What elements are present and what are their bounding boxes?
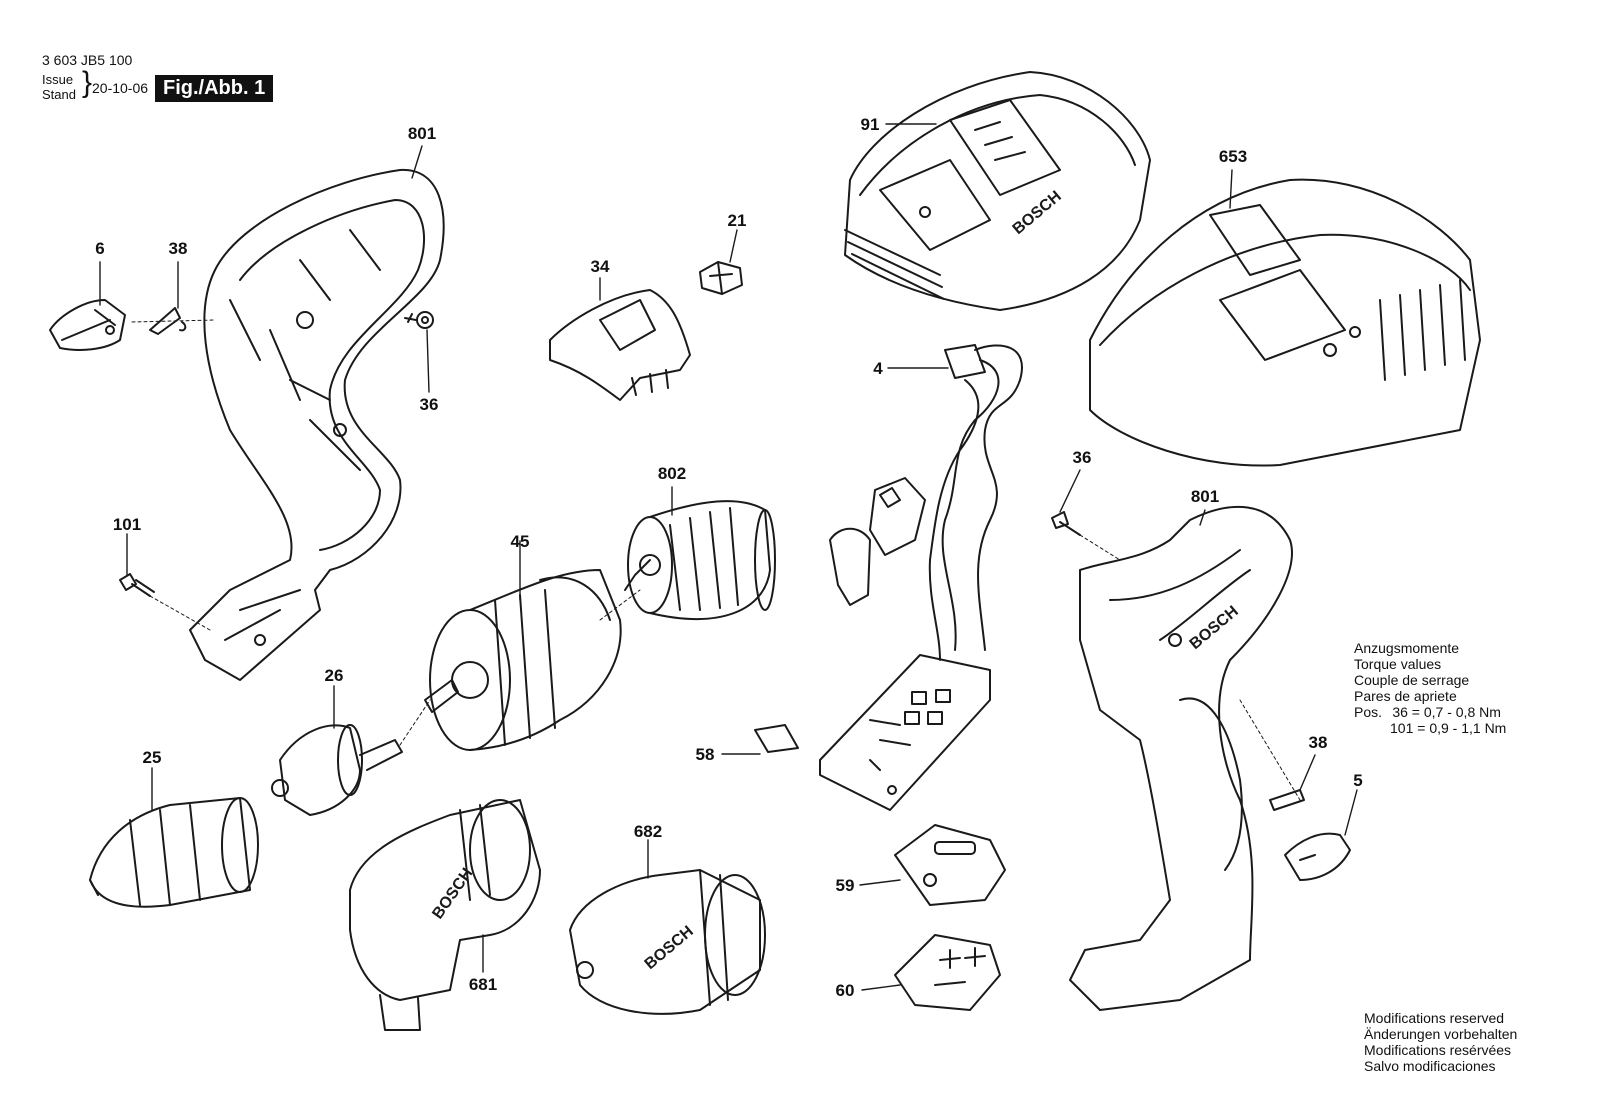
part-label-34: 34: [591, 257, 610, 276]
spring-38-left: [149, 307, 187, 335]
part-label-682: 682: [634, 822, 662, 841]
offset-adapter-682: [569, 869, 766, 1015]
pad-58: [754, 724, 799, 753]
gearbox-45: [424, 569, 622, 751]
clutch-ring-26: [271, 724, 403, 816]
housing-half-right-801: [1069, 505, 1293, 1011]
stand-label: Stand: [42, 87, 76, 102]
part-label-101: 101: [113, 515, 141, 534]
torque-values-note: Anzugsmomente Torque values Couple de se…: [1354, 640, 1506, 736]
battery-pack-91: [844, 71, 1151, 311]
part-label-25: 25: [143, 748, 162, 767]
housing-half-left-801: [189, 168, 445, 681]
part-label-36-left: 36: [420, 395, 439, 414]
modifications-en: Modifications reserved: [1364, 1010, 1505, 1026]
gear-selector-cover-34: [549, 289, 691, 401]
torque-value-101: = 0,9 - 1,1 Nm: [1417, 720, 1507, 736]
part-label-802: 802: [658, 464, 686, 483]
torque-value-36: = 0,7 - 0,8 Nm: [1411, 704, 1501, 720]
torque-pos-label: Pos.: [1354, 704, 1383, 720]
part-label-681: 681: [469, 975, 497, 994]
spring-38-right: [1269, 789, 1305, 811]
torque-pos-36: 36: [1392, 704, 1408, 720]
part-label-21: 21: [728, 211, 747, 230]
part-label-60: 60: [836, 981, 855, 1000]
keyless-chuck-25: [89, 797, 259, 908]
contact-plate-60: [894, 934, 1001, 1011]
part-label-38-right: 38: [1309, 733, 1328, 752]
torque-line-en: Torque values: [1354, 656, 1442, 672]
brace-symbol: }: [82, 66, 93, 99]
screw-36-left: [404, 311, 434, 329]
modifications-es: Salvo modificaciones: [1364, 1058, 1496, 1074]
motor-802: [624, 500, 776, 621]
leader-lines: [99, 123, 1358, 991]
angle-adapter-681: [349, 799, 541, 1031]
trigger-switch: [829, 477, 926, 606]
issue-date: 20-10-06: [92, 80, 149, 96]
part-label-91: 91: [861, 115, 880, 134]
modifications-fr: Modifications resérvées: [1364, 1042, 1512, 1058]
torque-row-36: Pos. 36 = 0,7 - 0,8 Nm: [1354, 704, 1506, 720]
part-label-36-right: 36: [1073, 448, 1092, 467]
button-21: [699, 261, 743, 295]
brand-mark-offset-adapter: BOSCH: [642, 923, 697, 973]
wire-harness-4: [928, 344, 1023, 661]
modifications-de: Änderungen vorbehalten: [1364, 1026, 1518, 1042]
switch-slider-6: [49, 299, 126, 351]
screw-36-right: [1051, 511, 1081, 536]
part-label-801-right: 801: [1191, 487, 1219, 506]
part-label-653: 653: [1219, 147, 1247, 166]
brand-mark-battery: BOSCH: [1010, 188, 1065, 238]
circuit-board: [819, 654, 991, 811]
part-label-38-left: 38: [169, 239, 188, 258]
torque-line-de: Anzugsmomente: [1354, 640, 1460, 656]
figure-badge: Fig./Abb. 1: [155, 75, 274, 102]
part-label-26: 26: [325, 666, 344, 685]
cover-plate-59: [894, 824, 1006, 906]
torque-line-es: Pares de apriete: [1354, 688, 1457, 704]
torque-row-101: 101 = 0,9 - 1,1 Nm: [1354, 720, 1506, 736]
part-label-45: 45: [511, 532, 530, 551]
issue-label: Issue: [42, 72, 74, 87]
torque-line-fr: Couple de serrage: [1354, 672, 1470, 688]
document-number: 3 603 JB5 100: [42, 52, 133, 68]
switch-slider-5: [1284, 832, 1351, 881]
torque-pos-101: 101: [1390, 720, 1414, 736]
part-label-6: 6: [95, 239, 104, 258]
issue-stand-label: Issue Stand: [42, 72, 76, 102]
part-label-59: 59: [836, 876, 855, 895]
part-label-4: 4: [873, 359, 883, 378]
charger-653: [1089, 178, 1481, 467]
assembly-paths: [131, 319, 1301, 801]
part-label-801-left: 801: [408, 124, 436, 143]
part-label-5: 5: [1353, 771, 1362, 790]
screw-101: [119, 573, 155, 597]
brand-mark-housing: BOSCH: [1187, 603, 1242, 653]
modifications-note: Modifications reserved Änderungen vorbeh…: [1364, 1010, 1517, 1074]
part-label-58: 58: [696, 745, 715, 764]
